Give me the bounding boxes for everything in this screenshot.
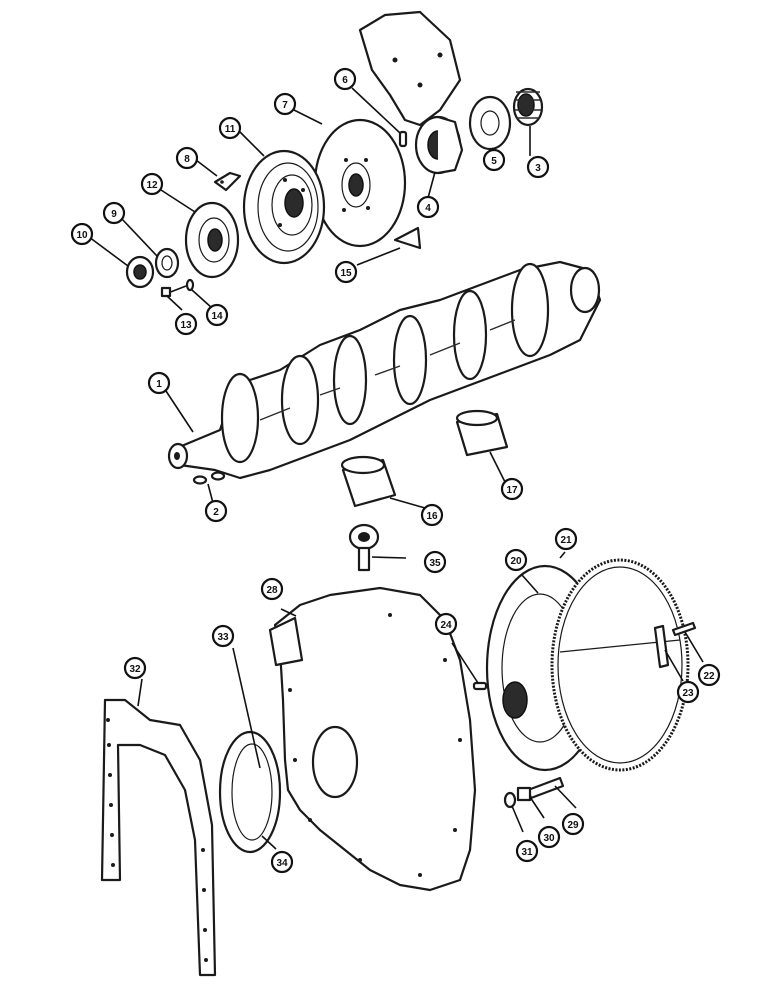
cap-nut (125, 255, 155, 289)
oil-slinger (468, 95, 512, 151)
callout-20: 20 (504, 548, 528, 572)
flywheel-housing (268, 586, 477, 892)
callout-7: 7 (273, 92, 297, 116)
flywheel-washer (503, 791, 517, 809)
crankshaft (167, 260, 602, 480)
callout-34: 34 (270, 850, 294, 874)
callout-15: 15 (334, 260, 358, 284)
svg-text:21: 21 (560, 535, 572, 546)
key-pin (398, 130, 408, 148)
svg-text:33: 33 (217, 632, 229, 643)
woodruff-key (393, 226, 422, 250)
svg-text:1: 1 (156, 379, 162, 390)
svg-text:32: 32 (129, 664, 141, 675)
leader-lines (88, 87, 704, 850)
svg-text:3: 3 (535, 163, 541, 174)
callout-28: 28 (260, 577, 284, 601)
callout-3: 3 (526, 155, 550, 179)
svg-text:11: 11 (225, 124, 236, 135)
callout-22: 22 (697, 663, 721, 687)
svg-text:28: 28 (266, 585, 278, 596)
svg-text:34: 34 (276, 858, 288, 869)
damper-pulley (313, 118, 407, 248)
callout-9: 9 (102, 201, 126, 225)
washer (154, 247, 180, 279)
main-bearing-lower (340, 455, 397, 508)
callout-21: 21 (554, 527, 578, 551)
callout-14: 14 (205, 303, 229, 327)
svg-text:8: 8 (184, 154, 190, 165)
lifting-eye (348, 523, 380, 572)
svg-text:2: 2 (213, 507, 219, 518)
svg-text:6: 6 (342, 75, 348, 86)
svg-text:30: 30 (543, 833, 555, 844)
rear-oil-seal (218, 730, 282, 854)
callout-24: 24 (434, 612, 458, 636)
svg-text:12: 12 (146, 180, 158, 191)
callout-35: 35 (423, 550, 447, 574)
callout-33: 33 (211, 624, 235, 648)
svg-text:29: 29 (567, 820, 579, 831)
svg-text:4: 4 (425, 203, 431, 214)
callout-5: 5 (482, 148, 506, 172)
callout-23: 23 (676, 680, 700, 704)
flywheel-bolt (516, 776, 565, 802)
svg-text:5: 5 (491, 156, 497, 167)
callouts: 1 2 3 4 5 6 7 8 9 10 11 12 13 14 15 16 1… (70, 67, 721, 874)
callout-1: 1 (147, 371, 171, 395)
callout-12: 12 (140, 172, 164, 196)
crank-keys (192, 471, 226, 485)
hub (414, 115, 464, 175)
callout-16: 16 (420, 503, 444, 527)
svg-text:16: 16 (426, 511, 438, 522)
svg-text:35: 35 (429, 558, 441, 569)
svg-text:23: 23 (682, 688, 694, 699)
svg-text:22: 22 (703, 671, 715, 682)
flywheel-small-bolt (671, 621, 697, 637)
svg-text:15: 15 (340, 268, 352, 279)
callout-6: 6 (333, 67, 357, 91)
crank-gear (512, 87, 544, 127)
svg-text:31: 31 (521, 847, 533, 858)
callout-4: 4 (416, 195, 440, 219)
lock-plate (213, 171, 242, 192)
svg-text:24: 24 (440, 620, 452, 631)
callout-17: 17 (500, 477, 524, 501)
callout-2: 2 (204, 499, 228, 523)
callout-11: 11 (218, 116, 242, 140)
housing-gasket (100, 698, 217, 977)
callout-13: 13 (174, 312, 198, 336)
callout-8: 8 (175, 146, 199, 170)
crank-pulley (242, 149, 326, 265)
callout-30: 30 (537, 825, 561, 849)
flywheel-dowel (472, 681, 488, 691)
ring-gear (550, 558, 690, 772)
svg-text:9: 9 (111, 209, 117, 220)
main-bearing-upper (455, 409, 509, 457)
callout-29: 29 (561, 812, 585, 836)
svg-text:17: 17 (506, 485, 518, 496)
callout-10: 10 (70, 222, 94, 246)
svg-text:20: 20 (510, 556, 522, 567)
svg-text:10: 10 (76, 230, 88, 241)
svg-text:7: 7 (282, 100, 288, 111)
svg-text:13: 13 (180, 320, 192, 331)
flywheel-lock-plate (653, 624, 670, 669)
callout-32: 32 (123, 656, 147, 680)
bolt-and-washer (160, 278, 195, 298)
pulley-spacer (184, 201, 240, 279)
timing-cover-fragment (358, 10, 462, 127)
callout-31: 31 (515, 839, 539, 863)
svg-text:14: 14 (211, 311, 223, 322)
